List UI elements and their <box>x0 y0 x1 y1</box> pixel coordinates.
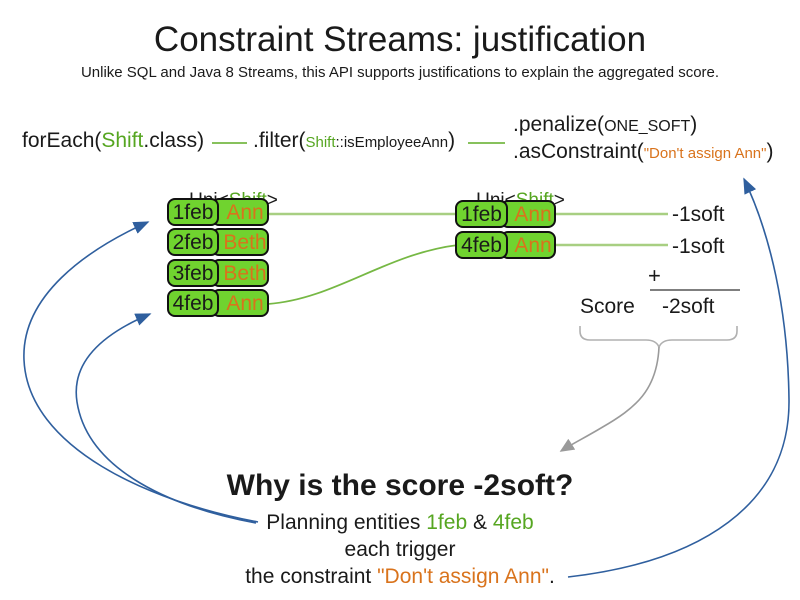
entity-date-cell: 2feb <box>167 228 219 256</box>
code-penalize: .penalize(ONE_SOFT) <box>513 113 697 137</box>
explanation-heading: Why is the score -2soft? <box>226 469 574 502</box>
code-foreach-post: .class) <box>143 129 205 152</box>
left-type-post: > <box>266 190 278 211</box>
code-filter-rest: ::isEmployeeAnn <box>335 134 449 151</box>
score-label: Score <box>580 295 635 318</box>
explanation-line-trigger: each trigger <box>344 538 456 561</box>
entity-employee-cell: Ann <box>500 200 556 228</box>
score-total: -2soft <box>662 295 715 318</box>
explanation-entities-mid: & <box>467 511 493 534</box>
explanation-entity-a: 1feb <box>426 511 468 534</box>
explanation-constraint-post: . <box>548 565 555 588</box>
code-asconstraint-post: ) <box>766 140 774 163</box>
entity-employee-cell: Beth <box>211 259 269 287</box>
code-filter-pre: .filter( <box>253 129 306 152</box>
code-filter: .filter(Shift::isEmployeeAnn) <box>253 129 455 153</box>
entity-employee-cell: Beth <box>211 228 269 256</box>
entity-date-cell: 1feb <box>167 198 219 226</box>
slide-title: Constraint Streams: justification <box>153 20 647 59</box>
code-foreach-type: Shift <box>101 129 144 152</box>
code-asconstraint-pre: .asConstraint( <box>513 140 644 163</box>
code-filter-post: ) <box>448 129 456 152</box>
code-foreach-pre: forEach( <box>22 129 102 152</box>
code-asconstraint: .asConstraint("Don't assign Ann") <box>513 140 773 164</box>
explanation-entities-pre: Planning entities <box>266 511 427 534</box>
code-asconstraint-arg: "Don't assign Ann" <box>643 145 767 162</box>
explanation-to-4feb-arrow <box>75 313 257 524</box>
code-penalize-post: ) <box>690 113 698 136</box>
entity-employee-cell: Ann <box>211 198 269 226</box>
plus-sign: + <box>648 263 661 288</box>
score-brace <box>579 326 738 350</box>
penalty-label: -1soft <box>672 203 725 226</box>
explanation-entity-b: 4feb <box>492 511 534 534</box>
explanation-line-entities: Planning entities 1feb & 4feb <box>0 511 800 535</box>
entity-date-cell: 4feb <box>167 289 219 317</box>
connector-4feb <box>267 244 459 305</box>
score-to-explanation-arrow <box>559 346 660 452</box>
explanation-constraint-name: "Don't assign Ann" <box>377 565 549 588</box>
code-filter-type: Shift <box>305 134 336 151</box>
entity-date-cell: 4feb <box>455 231 508 259</box>
right-type-post: > <box>553 190 565 211</box>
code-penalize-arg: ONE_SOFT <box>604 118 691 135</box>
entity-date-cell: 3feb <box>167 259 219 287</box>
penalty-label: -1soft <box>672 235 725 258</box>
slide-subtitle: Unlike SQL and Java 8 Streams, this API … <box>80 64 720 81</box>
entity-employee-cell: Ann <box>211 289 269 317</box>
code-penalize-pre: .penalize( <box>513 113 605 136</box>
explanation-line-constraint: the constraint "Don't assign Ann". <box>0 565 800 589</box>
code-foreach: forEach(Shift.class) <box>22 129 204 153</box>
entity-date-cell: 1feb <box>455 200 508 228</box>
explanation-to-constraint-arrow <box>567 177 790 578</box>
entity-employee-cell: Ann <box>500 231 556 259</box>
explanation-constraint-pre: the constraint <box>245 565 378 588</box>
